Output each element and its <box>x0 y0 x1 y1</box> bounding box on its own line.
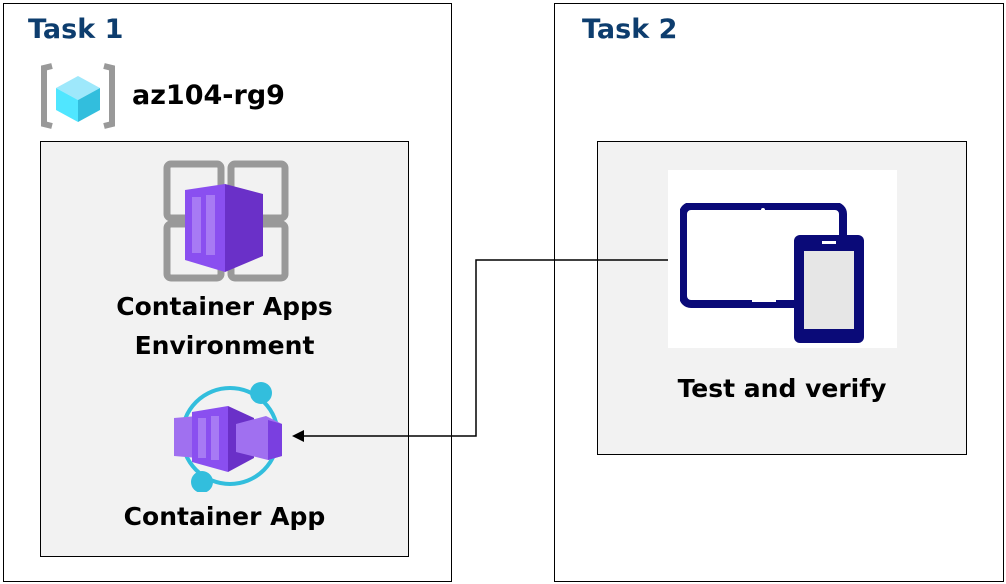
container-app-label: Container App <box>123 502 326 531</box>
test-label: Test and verify <box>677 374 887 403</box>
environment-label-line1: Container Apps <box>116 292 333 321</box>
devices-icon <box>680 203 864 343</box>
task1-title: Task 1 <box>28 14 124 45</box>
task1-box <box>3 3 452 582</box>
task2-box <box>554 3 1004 582</box>
task2-title: Task 2 <box>582 14 678 45</box>
resource-group-icon <box>41 63 115 129</box>
environment-label-line2: Environment <box>134 331 315 360</box>
resource-group-label: az104-rg9 <box>132 80 285 111</box>
environment-label: Container Apps Environment <box>40 287 409 365</box>
container-apps-environment-icon <box>163 160 289 282</box>
container-app-icon <box>174 382 282 492</box>
